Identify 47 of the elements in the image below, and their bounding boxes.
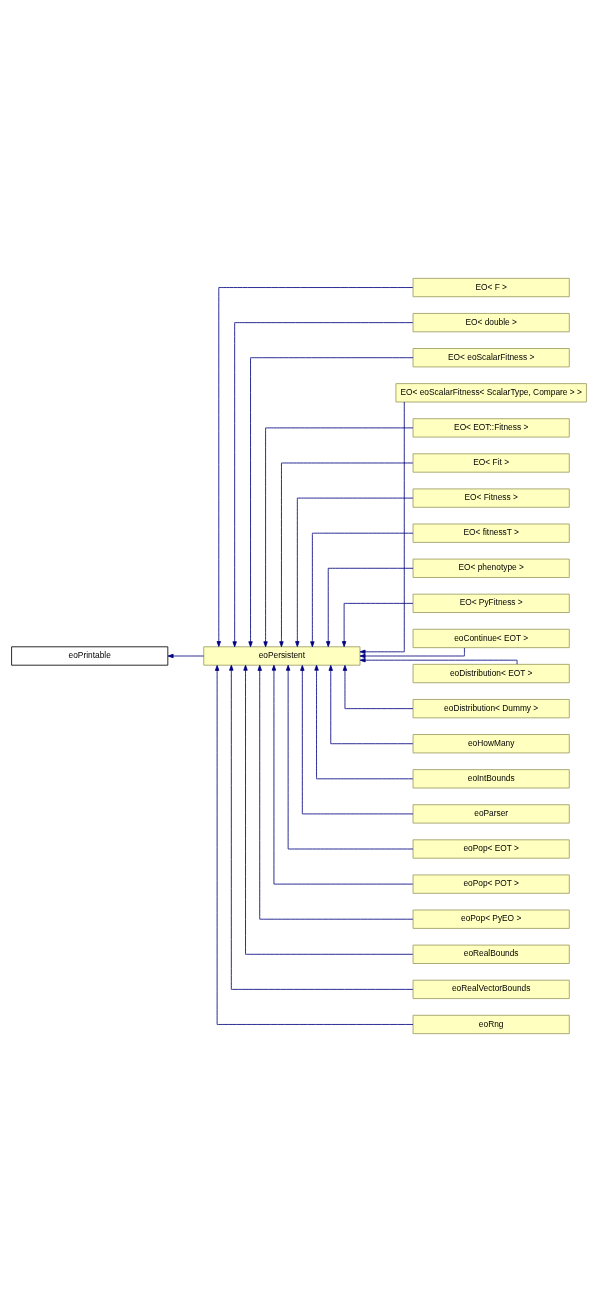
node-box: eoIntBounds	[412, 769, 570, 789]
arrow	[341, 602, 414, 647]
node-box: EO< double >	[412, 313, 570, 333]
arrow	[216, 287, 414, 647]
node-box: eoRealBounds	[412, 944, 570, 964]
arrow	[310, 532, 414, 648]
node-box: eoContinue< EOT >	[412, 628, 570, 649]
node-box: EO< EOT::Fitness >	[412, 418, 570, 438]
arrow	[271, 664, 414, 885]
node-box: eoPop< PyEO >	[412, 909, 570, 929]
node-box: eoPop< POT >	[412, 874, 570, 894]
arrow	[359, 658, 518, 665]
node-box: EO< PyFitness >	[412, 593, 570, 613]
arrow	[359, 647, 465, 659]
node-box: eoPrintable	[11, 646, 169, 666]
node-box: eoDistribution< EOT >	[412, 663, 570, 684]
node-box: EO< F >	[412, 277, 570, 298]
arrow	[167, 653, 205, 659]
arrow	[326, 567, 414, 648]
arrow	[243, 664, 414, 955]
arrow	[232, 322, 414, 648]
arrow	[285, 664, 414, 850]
node-box: eoHowMany	[412, 734, 570, 754]
arrow	[314, 664, 414, 780]
node-box: EO< phenotype >	[412, 558, 570, 578]
node-box: EO< Fit >	[412, 453, 570, 473]
node-box: EO< Fitness >	[412, 488, 570, 508]
node-box: eoParser	[412, 804, 570, 824]
arrow	[328, 664, 414, 745]
node-box: EO< fitnessT >	[412, 523, 570, 543]
arrow	[300, 665, 414, 815]
arrow	[214, 665, 414, 1025]
arrow	[295, 497, 414, 647]
node-box: eoRng	[412, 1014, 570, 1035]
arrow	[342, 665, 414, 710]
node-box: eoPop< EOT >	[412, 839, 570, 859]
arrow	[257, 664, 414, 920]
arrow	[359, 401, 405, 654]
node-box: EO< eoScalarFitness >	[412, 348, 570, 368]
node-box: EO< eoScalarFitness< ScalarType, Compare > >	[395, 383, 587, 403]
arrow	[279, 462, 414, 648]
node-box: eoRealVectorBounds	[412, 979, 570, 999]
node-box: eoPersistent	[203, 646, 361, 666]
arrow	[248, 357, 414, 648]
arrow	[229, 664, 414, 990]
node-box: eoDistribution< Dummy >	[412, 699, 570, 719]
arrow	[263, 427, 414, 648]
